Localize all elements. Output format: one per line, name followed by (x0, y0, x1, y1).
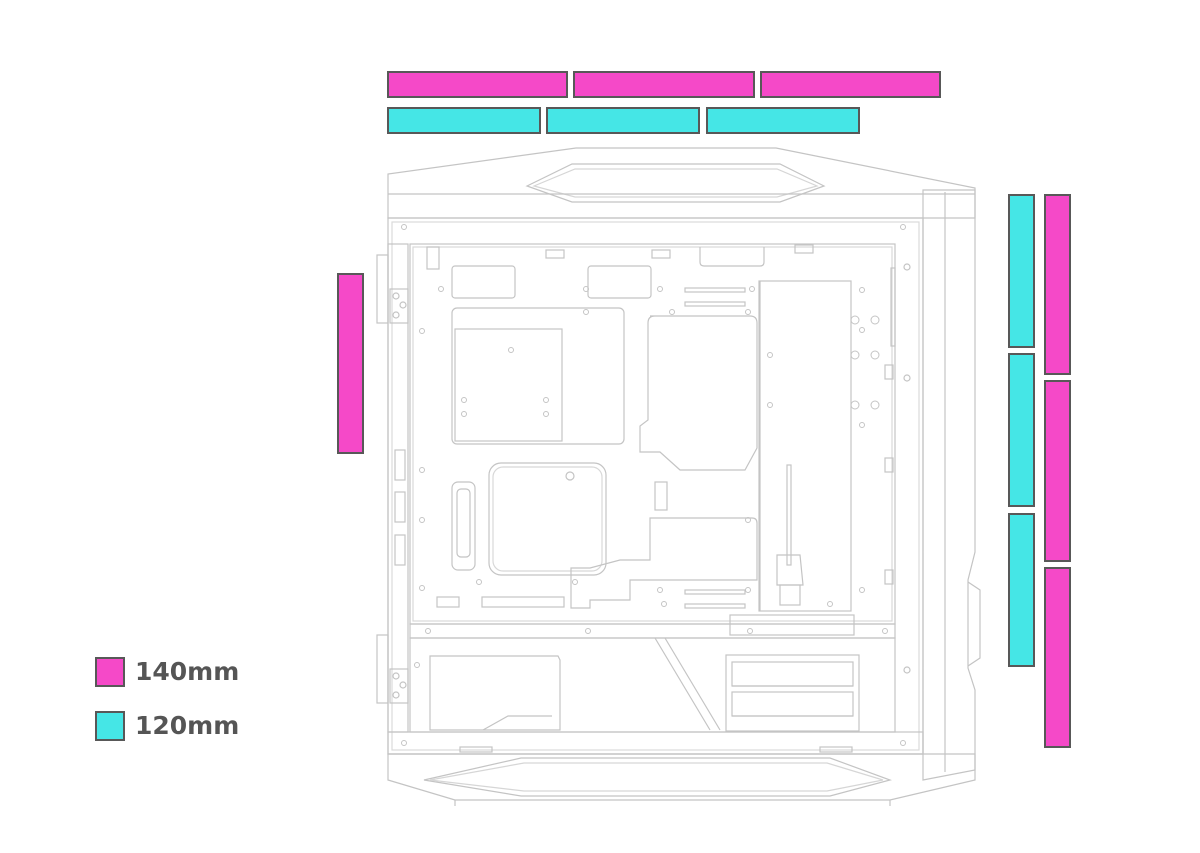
legend (95, 657, 125, 741)
legend-swatch-140mm (95, 657, 125, 687)
front-fan-120mm-3 (1008, 513, 1035, 667)
case-front-panel (922, 189, 976, 781)
case-screw-holes (401, 224, 906, 746)
top-fan-140mm-3 (760, 71, 941, 98)
front-fan-140mm-2 (1044, 380, 1071, 562)
fan-markers (337, 71, 1071, 748)
psu-shroud-divider (409, 623, 896, 639)
front-fan-120mm-2 (1008, 353, 1035, 507)
top-fan-140mm-1 (387, 71, 568, 98)
front-fan-120mm-1 (1008, 194, 1035, 348)
legend-label-120mm: 120mm (135, 711, 240, 740)
rear-fan-140mm (337, 273, 364, 454)
front-fan-140mm-3 (1044, 567, 1071, 748)
top-fan-140mm-2 (573, 71, 755, 98)
legend-swatch-120mm (95, 711, 125, 741)
legend-label-140mm: 140mm (135, 657, 240, 686)
case-bottom-base (387, 753, 976, 801)
front-fan-140mm-1 (1044, 194, 1071, 375)
top-fan-120mm-3 (706, 107, 860, 134)
top-fan-120mm-1 (387, 107, 541, 134)
case-top-cover (387, 147, 976, 219)
case-top-handle (525, 163, 826, 203)
top-fan-120mm-2 (546, 107, 700, 134)
motherboard-tray (409, 243, 896, 625)
pc-case-side-view (376, 147, 981, 806)
